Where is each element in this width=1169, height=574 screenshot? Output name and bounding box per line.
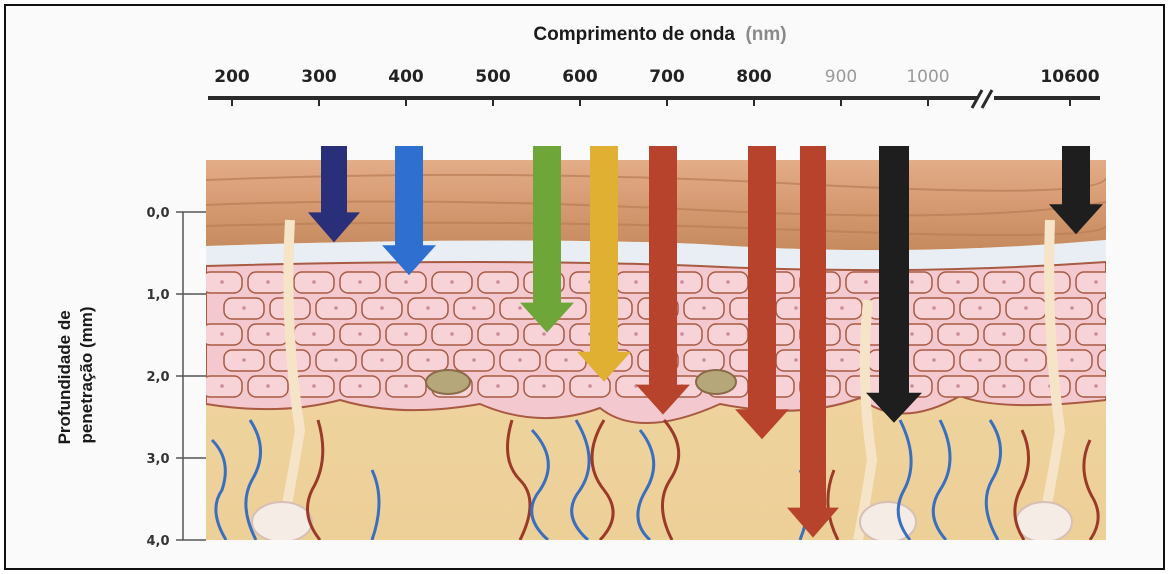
cell-nucleus xyxy=(496,332,500,336)
cell-nucleus xyxy=(266,332,270,336)
wavelength-tick-label-10600: 10600 xyxy=(1040,67,1099,87)
sweat-gland-left xyxy=(252,502,312,542)
cell-nucleus xyxy=(1094,280,1098,284)
sweat-gland-right xyxy=(1016,502,1072,542)
cell-nucleus xyxy=(334,358,338,362)
wavelength-tick-label-500: 500 xyxy=(475,67,511,87)
cell-nucleus xyxy=(450,280,454,284)
cell-nucleus xyxy=(358,332,362,336)
cell-nucleus xyxy=(702,358,706,362)
wavelength-tick-label-800: 800 xyxy=(736,67,772,87)
cell-nucleus xyxy=(472,306,476,310)
cell-nucleus xyxy=(220,384,224,388)
cell-nucleus xyxy=(588,384,592,388)
cell-nucleus xyxy=(1002,332,1006,336)
cell-nucleus xyxy=(358,280,362,284)
cell-nucleus xyxy=(312,280,316,284)
cell-nucleus xyxy=(242,306,246,310)
cell-nucleus xyxy=(542,332,546,336)
cell-nucleus xyxy=(496,280,500,284)
depth-tick-label-4: 4,0 xyxy=(146,534,169,549)
cell-nucleus xyxy=(266,280,270,284)
cell-nucleus xyxy=(1070,306,1074,310)
cell-nucleus xyxy=(932,358,936,362)
cell-nucleus xyxy=(956,384,960,388)
cell-nucleus xyxy=(1002,384,1006,388)
cell-nucleus xyxy=(634,332,638,336)
cell-nucleus xyxy=(266,384,270,388)
cell-nucleus xyxy=(680,280,684,284)
cell-nucleus xyxy=(726,332,730,336)
cell-nucleus xyxy=(426,358,430,362)
cell-nucleus xyxy=(1024,306,1028,310)
cell-nucleus xyxy=(312,332,316,336)
cell-nucleus xyxy=(840,306,844,310)
title-unit: (nm) xyxy=(745,24,786,45)
cell-nucleus xyxy=(726,280,730,284)
cell-nucleus xyxy=(978,358,982,362)
cell-nucleus xyxy=(956,280,960,284)
cell-nucleus xyxy=(220,332,224,336)
wavelength-tick-label-700: 700 xyxy=(649,67,685,87)
cell-nucleus xyxy=(978,306,982,310)
cell-nucleus xyxy=(496,384,500,388)
title-main: Comprimento de onda xyxy=(533,24,735,45)
cell-nucleus xyxy=(380,306,384,310)
cell-nucleus xyxy=(702,306,706,310)
cell-nucleus xyxy=(1094,332,1098,336)
cell-nucleus xyxy=(220,280,224,284)
cell-nucleus xyxy=(518,306,522,310)
cell-nucleus xyxy=(450,332,454,336)
wavelength-tick-label-1000: 1000 xyxy=(906,67,949,87)
wavelength-tick-label-400: 400 xyxy=(388,67,424,87)
cell-nucleus xyxy=(680,332,684,336)
cell-nucleus xyxy=(956,332,960,336)
depth-tick-label-1: 1,0 xyxy=(146,288,169,303)
cell-nucleus xyxy=(426,306,430,310)
depth-axis-title-line1: Profundidade de xyxy=(55,310,74,444)
cell-nucleus xyxy=(542,384,546,388)
wavelength-tick-label-200: 200 xyxy=(214,67,250,87)
cell-nucleus xyxy=(518,358,522,362)
cell-nucleus xyxy=(334,306,338,310)
cell-nucleus xyxy=(1094,384,1098,388)
cell-nucleus xyxy=(242,358,246,362)
wavelength-tick-label-900: 900 xyxy=(825,67,857,87)
cell-nucleus xyxy=(404,280,408,284)
cell-nucleus xyxy=(794,306,798,310)
cell-nucleus xyxy=(564,358,568,362)
cell-nucleus xyxy=(794,358,798,362)
cell-nucleus xyxy=(404,332,408,336)
cell-nucleus xyxy=(312,384,316,388)
cell-nucleus xyxy=(380,358,384,362)
cell-nucleus xyxy=(910,384,914,388)
depth-tick-label-2: 2,0 xyxy=(146,370,169,385)
depth-axis-title-line2: penetração (mm) xyxy=(77,307,96,444)
cell-nucleus xyxy=(358,384,362,388)
cell-nucleus xyxy=(910,332,914,336)
cell-nucleus xyxy=(1070,358,1074,362)
cell-nucleus xyxy=(932,306,936,310)
melanocyte xyxy=(696,370,736,394)
cell-nucleus xyxy=(1024,358,1028,362)
depth-tick-label-0: 0,0 xyxy=(146,206,169,221)
cell-nucleus xyxy=(910,280,914,284)
cell-nucleus xyxy=(634,280,638,284)
cell-nucleus xyxy=(404,384,408,388)
cell-nucleus xyxy=(864,280,868,284)
cell-nucleus xyxy=(840,358,844,362)
depth-tick-label-3: 3,0 xyxy=(146,452,169,467)
wavelength-tick-label-300: 300 xyxy=(301,67,337,87)
cell-nucleus xyxy=(1002,280,1006,284)
wavelength-tick-label-600: 600 xyxy=(562,67,598,87)
cell-nucleus xyxy=(472,358,476,362)
melanocyte xyxy=(426,370,470,394)
chart-title: Comprimento de onda (nm) xyxy=(533,24,786,45)
